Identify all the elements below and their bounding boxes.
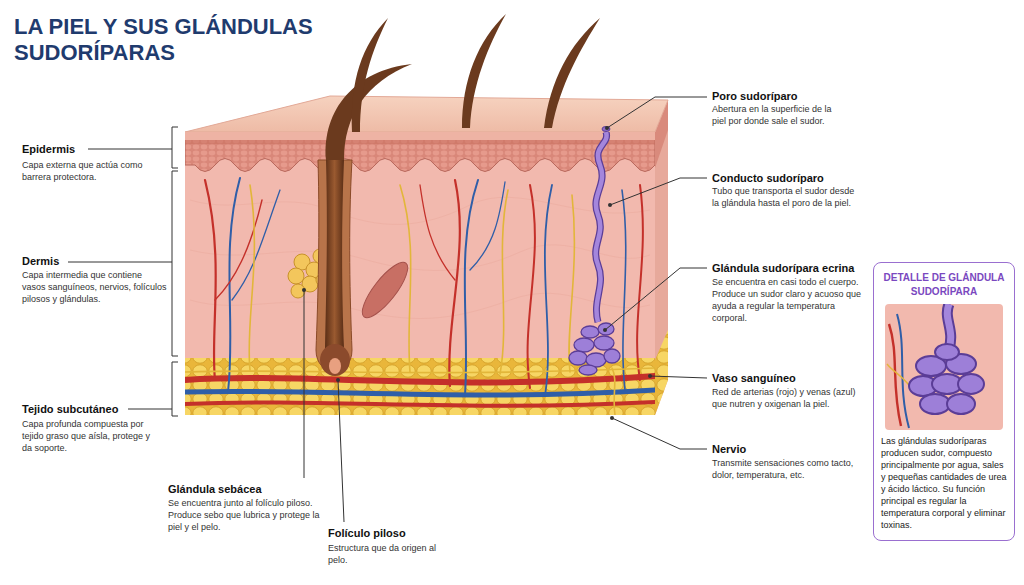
part-name: Tejido subcutáneo xyxy=(22,403,152,416)
blood-vessels xyxy=(185,178,655,406)
hair-follicle xyxy=(316,160,352,376)
leader-lines xyxy=(68,97,707,522)
part-name: Conducto sudoríparo xyxy=(712,172,862,185)
part-description: Se encuentra junto al folículo piloso. P… xyxy=(168,498,328,534)
part-description: Transmite sensaciones como tacto, dolor,… xyxy=(712,458,857,482)
part-description: Abertura en la superficie de la piel por… xyxy=(712,104,840,128)
part-description: Se encuentra en casi todo el cuerpo. Pro… xyxy=(712,277,868,325)
panel-heading: DETALLE DE GLÁNDULA SUDORÍPARA xyxy=(881,271,1007,298)
part-name: Glándula sebácea xyxy=(168,483,328,496)
part-name: Poro sudoríparo xyxy=(712,90,852,103)
leader-dots xyxy=(302,126,652,420)
part-name: Nervio xyxy=(712,443,862,456)
part-description: Capa profunda compuesta por tejido graso… xyxy=(22,419,162,455)
diagram-title: LA PIEL Y SUS GLÁNDULAS SUDORÍPARAS xyxy=(14,14,332,66)
panel-body: Las glándulas sudoríparas producen sudor… xyxy=(881,436,1007,532)
skin-surface xyxy=(185,96,668,132)
sweat-gland xyxy=(569,132,620,375)
hair-shafts xyxy=(326,14,600,160)
part-name: Folículo piloso xyxy=(328,527,453,540)
block-front xyxy=(185,132,655,415)
detail-panel: DETALLE DE GLÁNDULA SUDORÍPARA Las glándu… xyxy=(873,262,1015,541)
gland-detail-illustration xyxy=(885,304,1003,430)
part-name: Glándula sudorípara ecrina xyxy=(712,262,867,275)
part-name: Vaso sanguíneo xyxy=(712,372,862,385)
part-description: Red de arterias (rojo) y venas (azul) qu… xyxy=(712,387,862,411)
part-name: Dermis xyxy=(22,255,172,268)
arrector-muscle xyxy=(355,256,414,323)
part-description: Estructura que da origen al pelo. xyxy=(328,543,453,567)
part-description: Capa externa que actúa como barrera prot… xyxy=(22,160,172,184)
part-description: Tubo que transporta el sudor desde la gl… xyxy=(712,186,857,210)
nerves xyxy=(185,185,655,415)
sweat-pore xyxy=(602,127,610,132)
part-description: Capa intermedia que contiene vasos sangu… xyxy=(22,270,167,306)
part-name: Epidermis xyxy=(22,143,172,156)
block-side xyxy=(655,100,668,415)
